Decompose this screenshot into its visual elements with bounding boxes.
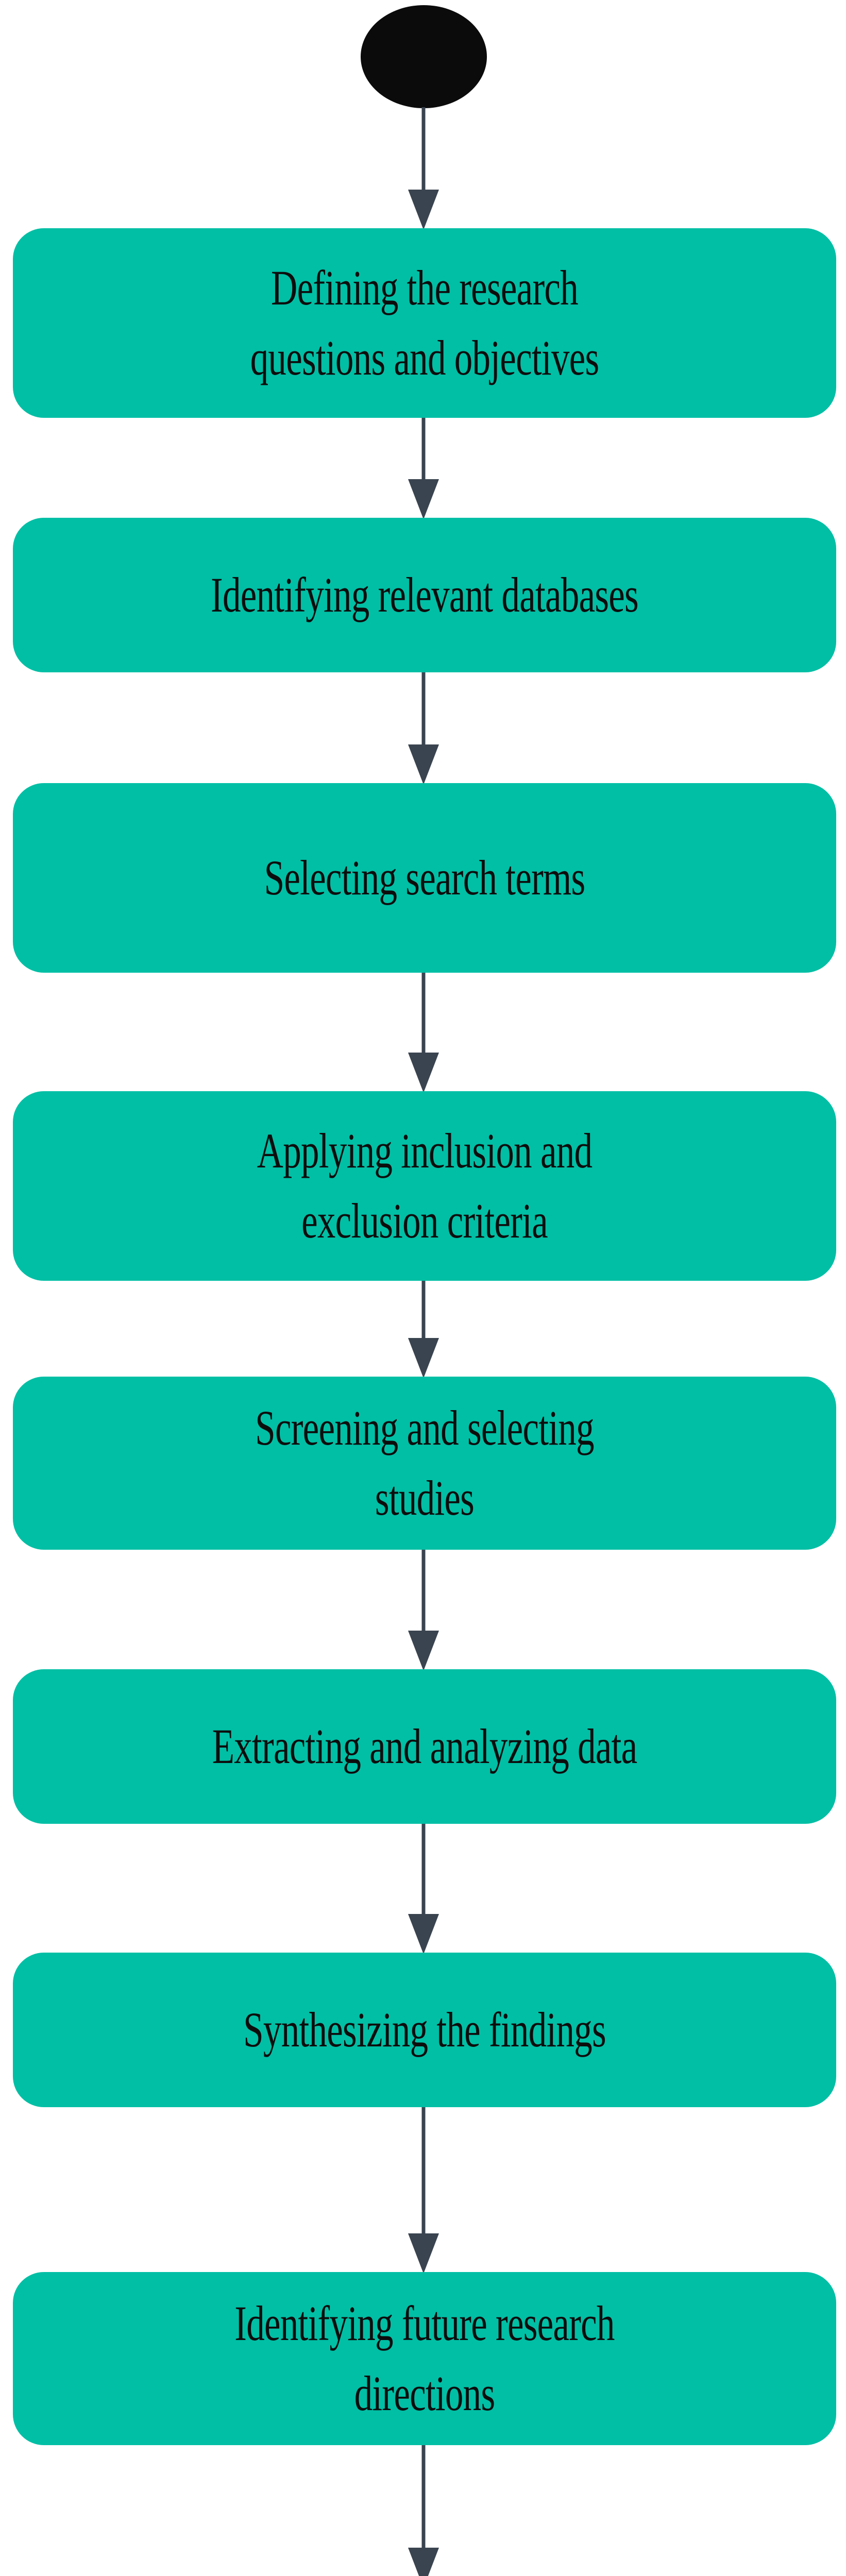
process-step-3[interactable]: Selecting search terms [13, 783, 836, 973]
connector-start-to-step-1 [0, 107, 846, 230]
process-step-8-label: Identifying future research directions [234, 2295, 615, 2421]
connector-step-2-to-step-3 [0, 671, 846, 785]
process-step-2[interactable]: Identifying relevant databases [13, 518, 836, 672]
process-step-6[interactable]: Extracting and analyzing data [13, 1669, 836, 1824]
process-step-6-label: Extracting and analyzing data [212, 1718, 637, 1774]
process-step-2-label: Identifying relevant databases [211, 567, 639, 622]
process-step-3-label: Selecting search terms [264, 850, 586, 905]
connector-step-4-to-step-5 [0, 1279, 846, 1378]
connector-step-5-to-step-6 [0, 1548, 846, 1671]
process-step-4-label: Applying inclusion and exclusion criteri… [257, 1123, 593, 1248]
process-step-4[interactable]: Applying inclusion and exclusion criteri… [13, 1091, 836, 1281]
connector-step-7-to-step-8 [0, 2106, 846, 2274]
initial-state-node[interactable] [361, 5, 487, 108]
process-step-5-label: Screening and selecting studies [255, 1400, 594, 1526]
process-step-5[interactable]: Screening and selecting studies [13, 1377, 836, 1550]
process-step-8[interactable]: Identifying future research directions [13, 2272, 836, 2445]
connector-step-6-to-step-7 [0, 1822, 846, 1954]
connector-step-3-to-step-4 [0, 971, 846, 1093]
process-step-1[interactable]: Defining the research questions and obje… [13, 228, 836, 418]
process-step-1-label: Defining the research questions and obje… [250, 260, 599, 385]
connector-step-8-to-end [0, 2444, 846, 2576]
process-step-7[interactable]: Synthesizing the findings [13, 1953, 836, 2107]
connector-step-1-to-step-2 [0, 416, 846, 519]
process-step-7-label: Synthesizing the findings [243, 2002, 606, 2057]
